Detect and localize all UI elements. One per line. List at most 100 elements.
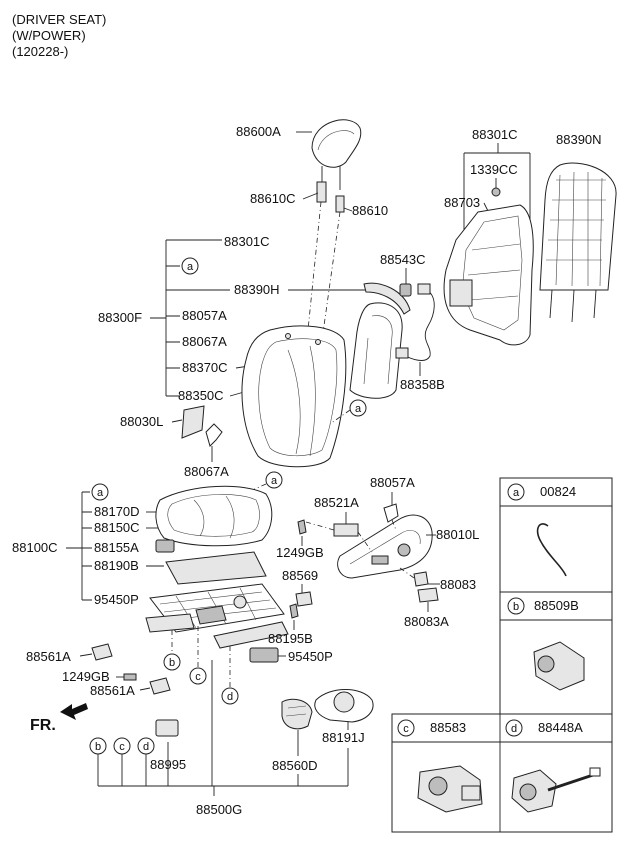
seatback-side-trim [349, 282, 411, 399]
part-88569 [295, 591, 313, 607]
label-88155A: 88155A [94, 540, 139, 555]
front-direction-indicator: FR. [30, 703, 88, 734]
callout-d-frame-text: d [227, 691, 233, 703]
label-88561A-bottom: 88561A [90, 683, 135, 698]
header-date-code: (120228-) [12, 44, 68, 59]
side-shield-seam [349, 530, 421, 565]
seatback-rear-cover [539, 162, 617, 323]
dash-88521A [305, 521, 335, 531]
bracket-88301C-frame [463, 143, 531, 240]
part-88561A-bottom [149, 677, 171, 695]
label-88195B: 88195B [268, 631, 313, 646]
legend-part-c-housing [461, 785, 481, 801]
callout-a-back [349, 399, 367, 417]
harness-plug-top [417, 283, 431, 295]
callout-b-frame-text: b [169, 657, 175, 669]
part-88995 [155, 719, 179, 737]
callout-a-back-leader [329, 409, 351, 425]
label-88150C: 88150C [94, 520, 140, 535]
label-88350C: 88350C [178, 388, 224, 403]
callout-a-list-cushion [91, 483, 109, 501]
bracket-88300F [150, 239, 230, 397]
legend-code-b: 88509B [534, 598, 579, 613]
header-variant: (W/POWER) [12, 28, 86, 43]
pad-88190B [165, 551, 267, 585]
legend-part-d-gear [519, 783, 537, 801]
label-88083: 88083 [440, 577, 476, 592]
label-88390N: 88390N [556, 132, 602, 147]
legend-callout-c-text: c [403, 723, 409, 735]
part-88191J-disc [333, 691, 355, 713]
dash-88521A-shield [357, 531, 373, 553]
seatback-cushion [241, 325, 347, 468]
rear-cover-hook-right [593, 289, 597, 319]
gear-unit [233, 595, 247, 609]
legend-table: a 00824 b 88509B c 88583 d 88448A [391, 477, 613, 833]
seatback-frame-inner [461, 215, 523, 331]
switch-88521A [333, 523, 359, 537]
trim-88390H-piece [363, 282, 411, 315]
legend-part-a-wire [536, 523, 567, 577]
seatback-cushion-pleats [287, 345, 316, 457]
label-88600A: 88600A [236, 124, 281, 139]
label-88543C: 88543C [380, 252, 426, 267]
side-shield-outline [337, 514, 433, 579]
seat-cushion-seam [167, 494, 260, 537]
bolt-88195B [289, 603, 299, 619]
guide-dash-left [307, 201, 322, 331]
label-88083A: 88083A [404, 614, 449, 629]
label-1339CC: 1339CC [470, 162, 518, 177]
legend-callout-b [507, 597, 525, 615]
label-88300F: 88300F [98, 310, 142, 325]
stay-hole-left [285, 333, 291, 339]
rear-cover-outline [539, 162, 617, 291]
rear-rail-right [213, 621, 289, 649]
rear-cover-hook-left [549, 289, 553, 319]
nut-1339CC [491, 187, 501, 197]
label-88190B: 88190B [94, 558, 139, 573]
legend-part-b-motor [533, 641, 585, 691]
guide-88610 [335, 195, 345, 213]
part-88057A-side [383, 503, 399, 523]
rear-cover-texture [546, 171, 606, 287]
callout-c-frame [189, 667, 207, 685]
part-88083A [417, 587, 439, 603]
front-arrow-icon [60, 703, 88, 720]
power-motor [195, 605, 227, 625]
legend-callout-a [507, 483, 525, 501]
legend-callout-c [397, 719, 415, 737]
stay-hole-right [315, 339, 321, 345]
label-88057A-back: 88057A [182, 308, 227, 323]
part-88067A [205, 423, 223, 447]
label-88703: 88703 [444, 195, 480, 210]
callout-a-cushion [265, 471, 283, 489]
label-88521A: 88521A [314, 495, 359, 510]
callout-d-bottom [137, 737, 155, 755]
callout-a-list-back [181, 257, 199, 275]
callout-d-bottom-text: d [143, 741, 149, 753]
diagram-header: (DRIVER SEAT) (W/POWER) (120228-) [12, 12, 106, 59]
seatback-frame-wires [467, 243, 521, 301]
callout-a-back-text: a [355, 403, 362, 415]
legend-callout-d-text: d [511, 723, 517, 735]
harness-plug-bottom [395, 347, 409, 359]
label-88191J: 88191J [322, 730, 365, 745]
headrest-seam [317, 130, 355, 151]
legend-callout-a-text: a [513, 487, 520, 499]
label-88500G: 88500G [196, 802, 242, 817]
module-95450P [249, 647, 279, 663]
callout-a-list-cushion-text: a [97, 487, 104, 499]
seatback-frame [443, 204, 534, 346]
label-88030L: 88030L [120, 414, 163, 429]
label-88561A-top: 88561A [26, 649, 71, 664]
label-88170D: 88170D [94, 504, 140, 519]
seat-switch-knob [371, 555, 389, 565]
legend-code-c: 88583 [430, 720, 466, 735]
label-88067A-list: 88067A [182, 334, 227, 349]
headrest-cushion [311, 119, 362, 168]
leader-88610C [302, 192, 319, 200]
label-88390H: 88390H [234, 282, 280, 297]
seatback-frame-outline [443, 204, 534, 346]
callout-c-bottom-text: c [119, 741, 125, 753]
